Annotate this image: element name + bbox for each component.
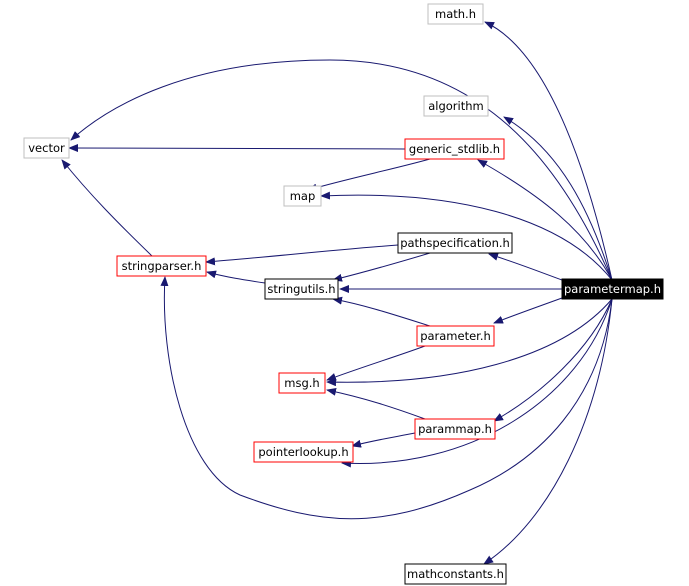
edge-parameter-to-stringutils — [332, 296, 431, 327]
edge-parametermap-to-mathconstants — [483, 298, 613, 565]
node-box — [416, 325, 495, 347]
edge-parametermap-to-parammap — [493, 298, 613, 422]
node-pointerlookup[interactable]: pointerlookup.h — [253, 441, 354, 463]
node-box — [414, 418, 496, 440]
node-box — [427, 3, 484, 25]
node-parameter[interactable]: parameter.h — [416, 325, 495, 347]
node-label: parametermap.h — [564, 282, 661, 296]
node-box — [404, 563, 507, 585]
node-label: map — [290, 189, 316, 203]
edge-parametermap-to-pathspec — [488, 252, 563, 281]
node-parammap[interactable]: parammap.h — [414, 418, 496, 440]
node-msg[interactable]: msg.h — [278, 372, 326, 394]
node-mathconstants[interactable]: mathconstants.h — [404, 563, 507, 585]
edge-parametermap-to-msg — [326, 298, 613, 387]
edge-parametermap-to-math — [484, 21, 613, 281]
node-box — [264, 278, 339, 300]
node-label: math.h — [435, 7, 476, 21]
node-math[interactable]: math.h — [427, 3, 484, 25]
edge-generic_stdlib-to-vector — [68, 144, 406, 153]
edge-generic_stdlib-to-map — [307, 158, 431, 192]
node-parametermap-root[interactable]: parametermap.h — [561, 278, 664, 300]
edge-stringparser-to-vector — [61, 159, 153, 257]
node-box — [561, 278, 664, 300]
edge-parametermap-to-vector — [70, 59, 613, 281]
node-box — [278, 372, 326, 394]
node-label: pathspecification.h — [400, 236, 510, 250]
node-box — [253, 441, 354, 463]
node-pathspecification[interactable]: pathspecification.h — [397, 232, 513, 254]
node-label: parameter.h — [420, 329, 491, 343]
node-label: stringparser.h — [122, 259, 202, 273]
node-label: stringutils.h — [267, 282, 335, 296]
node-box — [397, 232, 513, 254]
node-label: generic_stdlib.h — [409, 142, 500, 156]
node-label: parammap.h — [418, 422, 492, 436]
node-box — [116, 255, 207, 277]
node-label: algorithm — [428, 99, 484, 113]
node-label: msg.h — [284, 376, 319, 390]
edge-parameter-to-msg — [326, 345, 426, 381]
node-box — [423, 95, 489, 117]
edge-parametermap-to-pointerlookup — [341, 298, 613, 468]
node-generic-stdlib[interactable]: generic_stdlib.h — [404, 138, 505, 160]
node-label: vector — [28, 141, 65, 155]
node-label: mathconstants.h — [407, 567, 504, 581]
node-vector[interactable]: vector — [23, 137, 70, 159]
edge-pathspec-to-stringutils — [332, 252, 431, 282]
node-stringutils[interactable]: stringutils.h — [264, 278, 339, 300]
edge-parammap-to-pointerlookup — [351, 432, 416, 448]
node-box — [283, 185, 322, 207]
edge-parammap-to-msg — [326, 387, 426, 420]
nodes-layer: math.h vector algorithm generic_stdlib.h… — [23, 3, 664, 585]
node-box — [23, 137, 70, 159]
edge-parametermap-to-algorithm — [503, 116, 613, 281]
edge-stringutils-to-stringparser — [206, 270, 266, 284]
edge-parametermap-to-generic_stdlib — [477, 159, 613, 281]
edge-pathspec-to-stringparser — [205, 244, 399, 266]
edge-parametermap-to-map — [320, 191, 613, 281]
node-box — [404, 138, 505, 160]
edges-layer — [61, 21, 613, 565]
edge-parametermap-to-parameter — [493, 297, 563, 324]
node-map[interactable]: map — [283, 185, 322, 207]
node-label: pointerlookup.h — [258, 445, 348, 459]
node-stringparser[interactable]: stringparser.h — [116, 255, 207, 277]
edge-parametermap-to-stringparser — [160, 276, 613, 520]
node-algorithm[interactable]: algorithm — [423, 95, 489, 117]
